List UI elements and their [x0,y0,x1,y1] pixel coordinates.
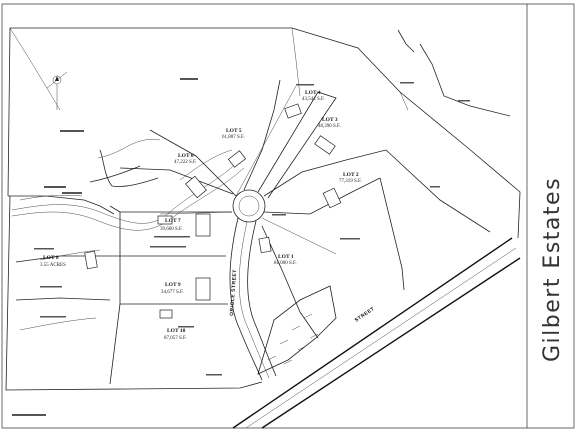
lot-name: LOT 10 [167,328,186,334]
lot-name: LOT 8 [43,255,59,261]
house-lot3 [314,135,336,155]
lot-name: LOT 1 [278,254,294,260]
house-lot6 [185,175,207,199]
fine-print-annotations [12,78,470,416]
sheet-border [1,3,575,429]
lot-label-lot3: LOT 3 48,390 S.F. [318,117,341,129]
main-road-label: STREET [354,306,376,324]
building-footprints [84,103,342,319]
lot-label-lot10: LOT 10 87,057 S.F. [164,328,187,341]
lot-name: LOT 2 [343,172,359,178]
lot-area: 81,000 S.F. [274,261,297,266]
lot-label-lot4: LOT 4 43,542 S.F. [302,90,325,102]
lot-name: LOT 7 [165,218,181,224]
contour-lines [11,139,245,331]
lot-label-lot5: LOT 5 61,807 S.F. [222,128,245,140]
lot-name: LOT 9 [165,282,181,288]
lot-label-lot7: LOT 7 39,660 S.F. [160,218,183,232]
house-lot4 [284,103,302,119]
lot-name: LOT 3 [322,117,338,123]
house-lot7-garage [157,215,173,225]
house-lot9 [195,277,211,301]
property-boundary [5,27,521,391]
lot-label-lot6: LOT 6 47,222 S.F. [174,153,197,165]
lot-area: 34,677 S.F. [161,290,184,295]
house-lot10 [159,309,173,319]
lot-area: 61,807 S.F. [222,135,245,140]
lot-label-lot1: LOT 1 81,000 S.F. [274,254,297,266]
main-road [232,237,521,429]
lot-area: 48,390 S.F. [318,124,341,129]
lot-area: 3.55 ACRES [40,263,66,268]
easements [159,85,337,255]
lot-area: 47,222 S.F. [174,160,197,165]
lot-label-lot9: LOT 9 34,677 S.F. [161,282,184,295]
oriole-street [229,189,277,381]
oriole-street-label: ORIOLE STREET [229,269,238,316]
lot-area: 87,057 S.F. [164,336,187,341]
house-lot5 [227,150,247,168]
lot-area: 43,542 S.F. [302,97,325,102]
house-lot7 [195,213,211,237]
plan-title: Gilbert Estates [540,177,565,362]
lot-area: 77,319 S.F. [339,179,362,184]
house-lot1 [258,236,272,254]
lot-label-lot8: LOT 8 3.55 ACRES [40,255,66,268]
house-lot2 [322,187,342,209]
house-lot8 [84,250,98,270]
lot-name: LOT 4 [305,90,321,96]
lot-lines [15,79,491,385]
lot-name: LOT 6 [178,153,194,159]
wetland-area [257,285,337,375]
lot-area: 39,660 S.F. [160,227,183,232]
north-arrow-icon [46,71,68,110]
lot-name: LOT 5 [226,128,242,134]
lot-label-lot2: LOT 2 77,319 S.F. [339,172,362,184]
